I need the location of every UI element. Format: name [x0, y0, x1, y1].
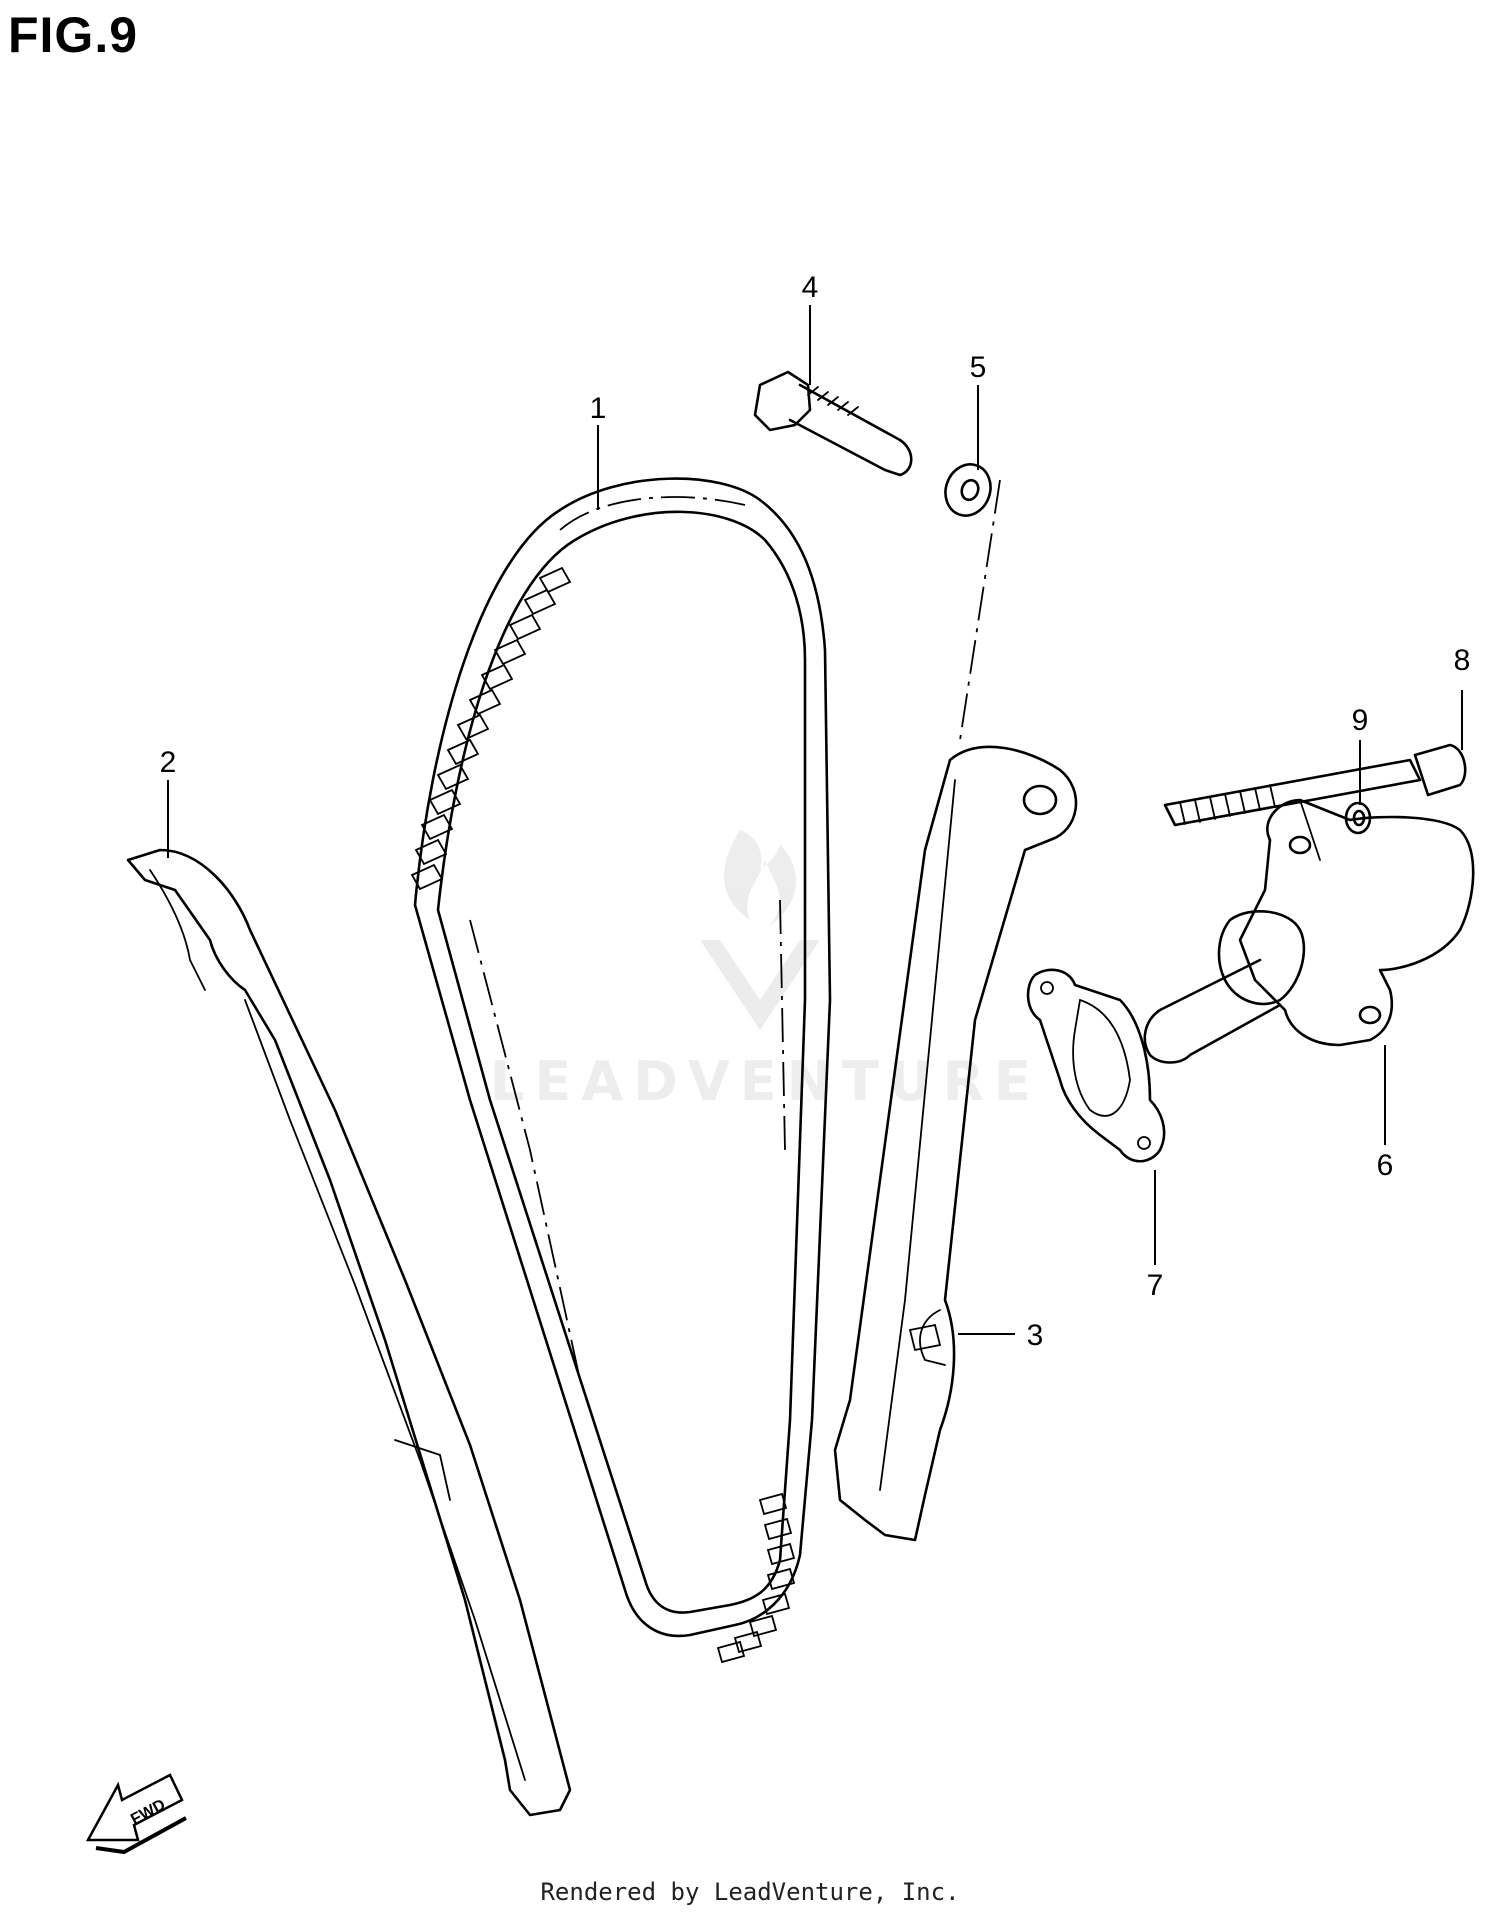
tensioner-bolt: [753, 370, 913, 477]
chain-guide-right: [833, 479, 1078, 1542]
callout-3: 3: [1027, 1319, 1044, 1352]
callout-9: 9: [1352, 704, 1369, 737]
callout-5: 5: [970, 351, 987, 384]
callout-6: 6: [1377, 1149, 1394, 1182]
figure-title: FIG.9: [8, 7, 139, 63]
callout-2: 2: [160, 746, 177, 779]
chain-guide-left: [126, 848, 572, 1817]
watermark-text: LEADVENTURE: [490, 1050, 1041, 1113]
tensioner-gasket: [1026, 968, 1166, 1163]
adjuster-bolt: [1163, 743, 1467, 827]
washer-5: [944, 463, 992, 517]
leader-lines: [167, 305, 1463, 1335]
callout-4: 4: [802, 271, 819, 304]
callout-8: 8: [1454, 644, 1471, 677]
callout-1: 1: [590, 392, 607, 425]
callout-7: 7: [1147, 1269, 1164, 1302]
leadventure-logo-icon: [700, 830, 820, 1030]
cam-chain: [410, 477, 832, 1664]
washer-9: [1344, 801, 1372, 835]
fwd-arrow-icon: FWD: [85, 1773, 187, 1855]
tensioner-adjuster: [1143, 798, 1475, 1064]
footer-credit: Rendered by LeadVenture, Inc.: [540, 1878, 960, 1906]
